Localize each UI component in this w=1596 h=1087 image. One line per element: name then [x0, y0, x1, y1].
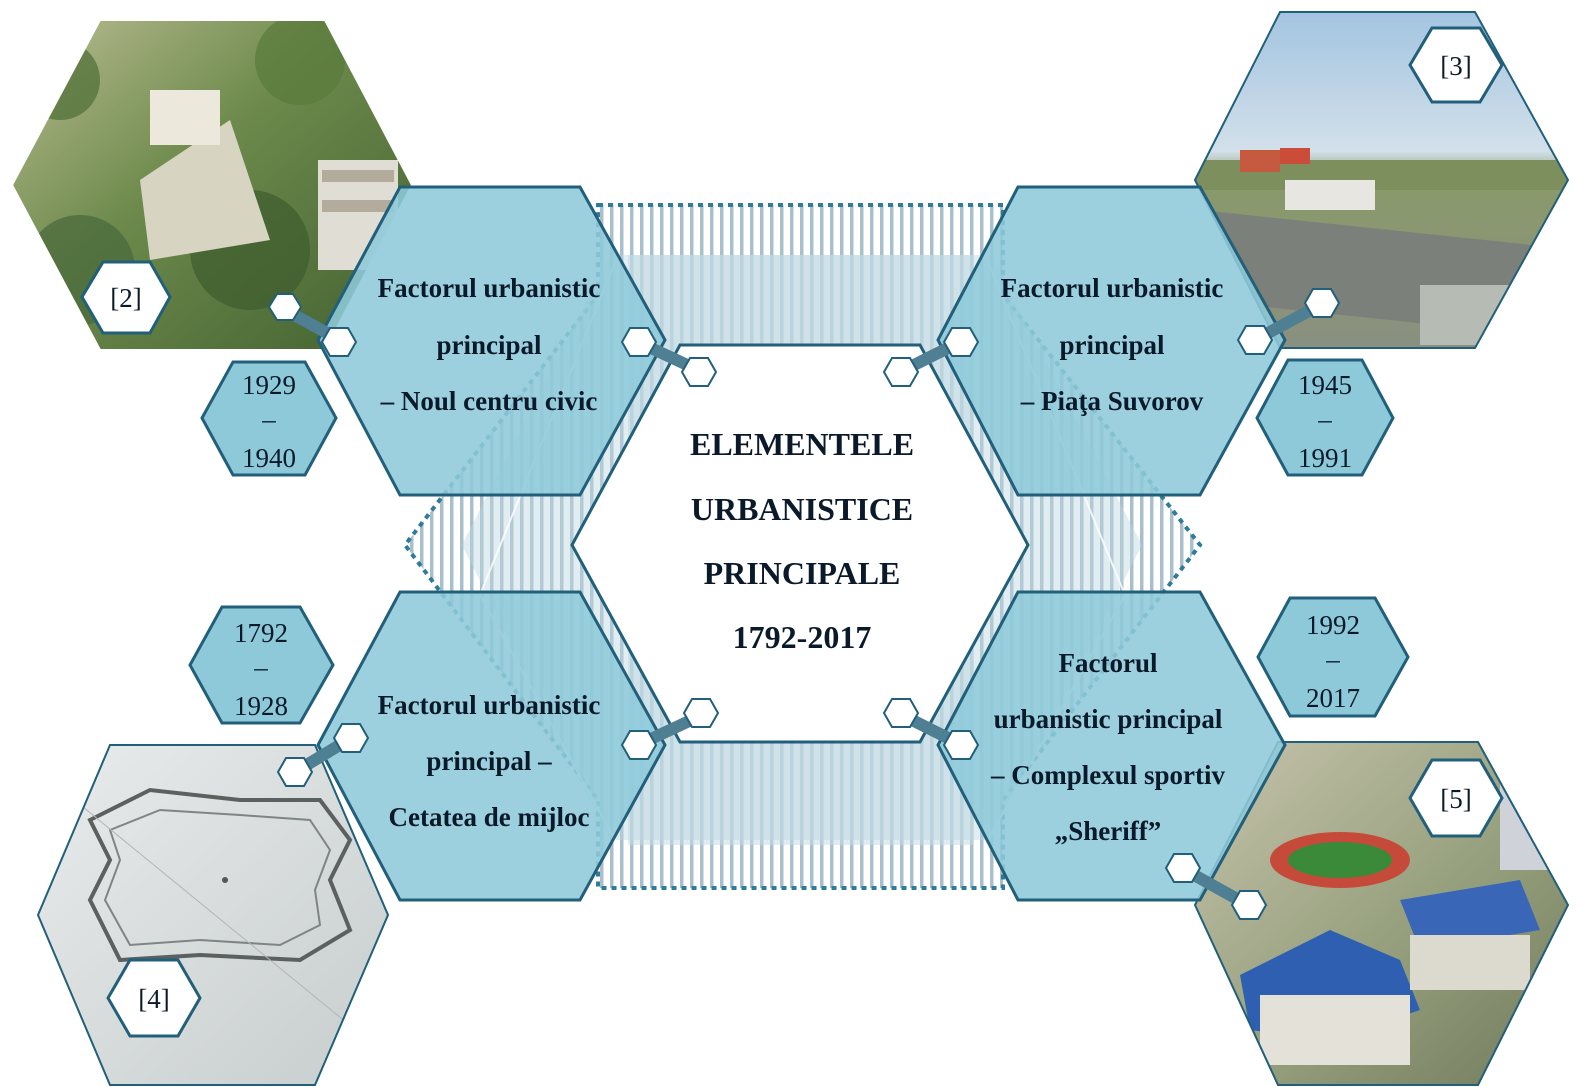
connector-node	[276, 757, 314, 787]
connectors	[267, 288, 1341, 920]
years-bottom-right-end: 2017	[1306, 683, 1360, 713]
factor-bottom-left-line-2: principal –	[426, 746, 552, 776]
ref-hexagon-bottom-left	[106, 958, 202, 1038]
factor-top-left-line-3: – Noul centru civic	[380, 386, 598, 416]
factor-bottom-right-line-4: „Sheriff”	[1055, 816, 1161, 846]
connector-node	[882, 698, 920, 728]
center-title-line-3: PRINCIPALE	[704, 555, 901, 591]
photo-frame-bottom-left	[36, 744, 390, 1086]
years-bottom-right-dash: –	[1325, 644, 1340, 674]
ref-bottom-right: [5]	[1440, 784, 1471, 814]
year-hexagon-top-right	[1255, 358, 1395, 477]
center-title-line-2: URBANISTICE	[691, 491, 913, 527]
connector-node	[1236, 325, 1274, 355]
connector-node	[620, 730, 658, 760]
ref-hexagon-top-left	[80, 260, 172, 335]
years-top-right-dash: –	[1317, 404, 1332, 434]
factor-top-left-line-2: principal	[436, 330, 542, 360]
ref-hexagon-bottom-right	[1408, 758, 1504, 838]
connector-node	[267, 293, 303, 321]
year-hexagon-bottom-left	[188, 605, 335, 725]
connector-node	[942, 730, 980, 760]
years-top-left-dash: –	[261, 404, 276, 434]
factor-hexagon-top-left	[316, 185, 667, 497]
photo-top-left	[12, 20, 412, 350]
years-bottom-right-start: 1992	[1306, 610, 1360, 640]
ref-top-left: [2]	[110, 283, 141, 313]
factor-hexagon-top-right	[936, 185, 1287, 497]
photo-bottom-left	[38, 745, 388, 1085]
years-top-left-start: 1929	[242, 370, 296, 400]
connector-node	[1164, 853, 1202, 883]
factor-hexagon-bottom-left	[316, 590, 667, 902]
factor-bottom-right-line-1: Factorul	[1059, 648, 1158, 678]
ref-bottom-left: [4]	[138, 984, 169, 1014]
connector-node	[682, 698, 720, 728]
years-top-right-end: 1991	[1298, 443, 1352, 473]
years-top-right-start: 1945	[1298, 370, 1352, 400]
factor-hexagon-bottom-right	[936, 590, 1287, 902]
photo-frame-top-left	[10, 19, 414, 351]
factor-top-right-line-3: – Piaţa Suvorov	[1020, 386, 1204, 416]
connector-node	[620, 327, 658, 357]
factor-top-right-line-1: Factorul urbanistic	[1001, 273, 1224, 303]
factor-bottom-right-line-3: – Complexul sportiv	[990, 760, 1226, 790]
center-title-line-4: 1792-2017	[733, 619, 872, 655]
years-bottom-left-end: 1928	[234, 691, 288, 721]
factor-top-right-line-2: principal	[1059, 330, 1165, 360]
years-bottom-left-dash: –	[253, 652, 268, 682]
center-hexagon	[570, 343, 1030, 744]
factor-bottom-left-line-3: Cetatea de mijloc	[389, 802, 590, 832]
years-bottom-left-start: 1792	[234, 618, 288, 648]
connector-node	[1303, 288, 1341, 318]
ref-top-right: [3]	[1440, 51, 1471, 81]
year-hexagon-top-left	[200, 360, 338, 477]
ref-hexagon-top-right	[1408, 26, 1504, 104]
connector-node	[680, 357, 718, 387]
connector-node	[320, 327, 358, 357]
connector-node	[1230, 890, 1268, 920]
center-title-line-1: ELEMENTELE	[690, 426, 914, 462]
factor-bottom-left-line-1: Factorul urbanistic	[378, 690, 601, 720]
year-hexagon-bottom-right	[1256, 596, 1410, 718]
connector-node	[332, 723, 370, 753]
connector-node	[882, 357, 920, 387]
factor-bottom-right-line-2: urbanistic principal	[994, 704, 1223, 734]
factor-top-left-line-1: Factorul urbanistic	[378, 273, 601, 303]
connector-node	[942, 327, 980, 357]
years-top-left-end: 1940	[242, 443, 296, 473]
